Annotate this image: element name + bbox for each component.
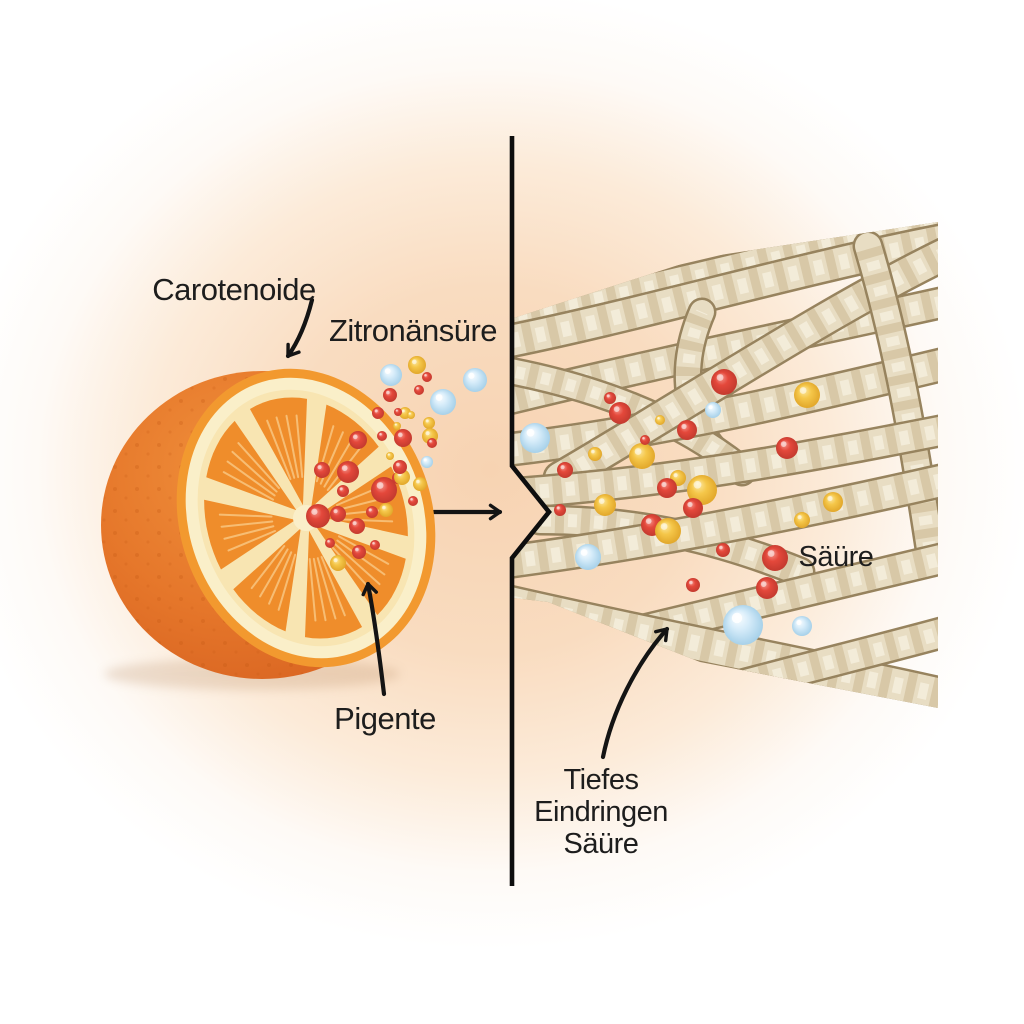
label-carotenoide: Carotenoide [152,272,315,307]
acid-droplet-spray [372,356,487,506]
deep-penetration-arrow [600,626,670,760]
droplets-in-fibers [520,369,843,645]
label-pigmente: Pigente [334,701,436,736]
pigmente-arrow [361,581,387,697]
label-deep-line1: Tiefes [564,764,639,796]
divider-line [509,136,552,886]
orange-cut-face [176,368,436,668]
orange-fruit [101,368,436,690]
label-deep-line3: Säüre [564,828,639,860]
orange-segments [204,397,408,639]
label-deep-line2: Eindringen [534,796,668,828]
rope-strands [514,222,938,708]
fiber-bundle [514,222,938,708]
label-zitronensaeure: Zitronänsüre [329,313,497,348]
carotenoide-arrow [285,297,315,359]
label-saeure: Säüre [799,541,874,573]
